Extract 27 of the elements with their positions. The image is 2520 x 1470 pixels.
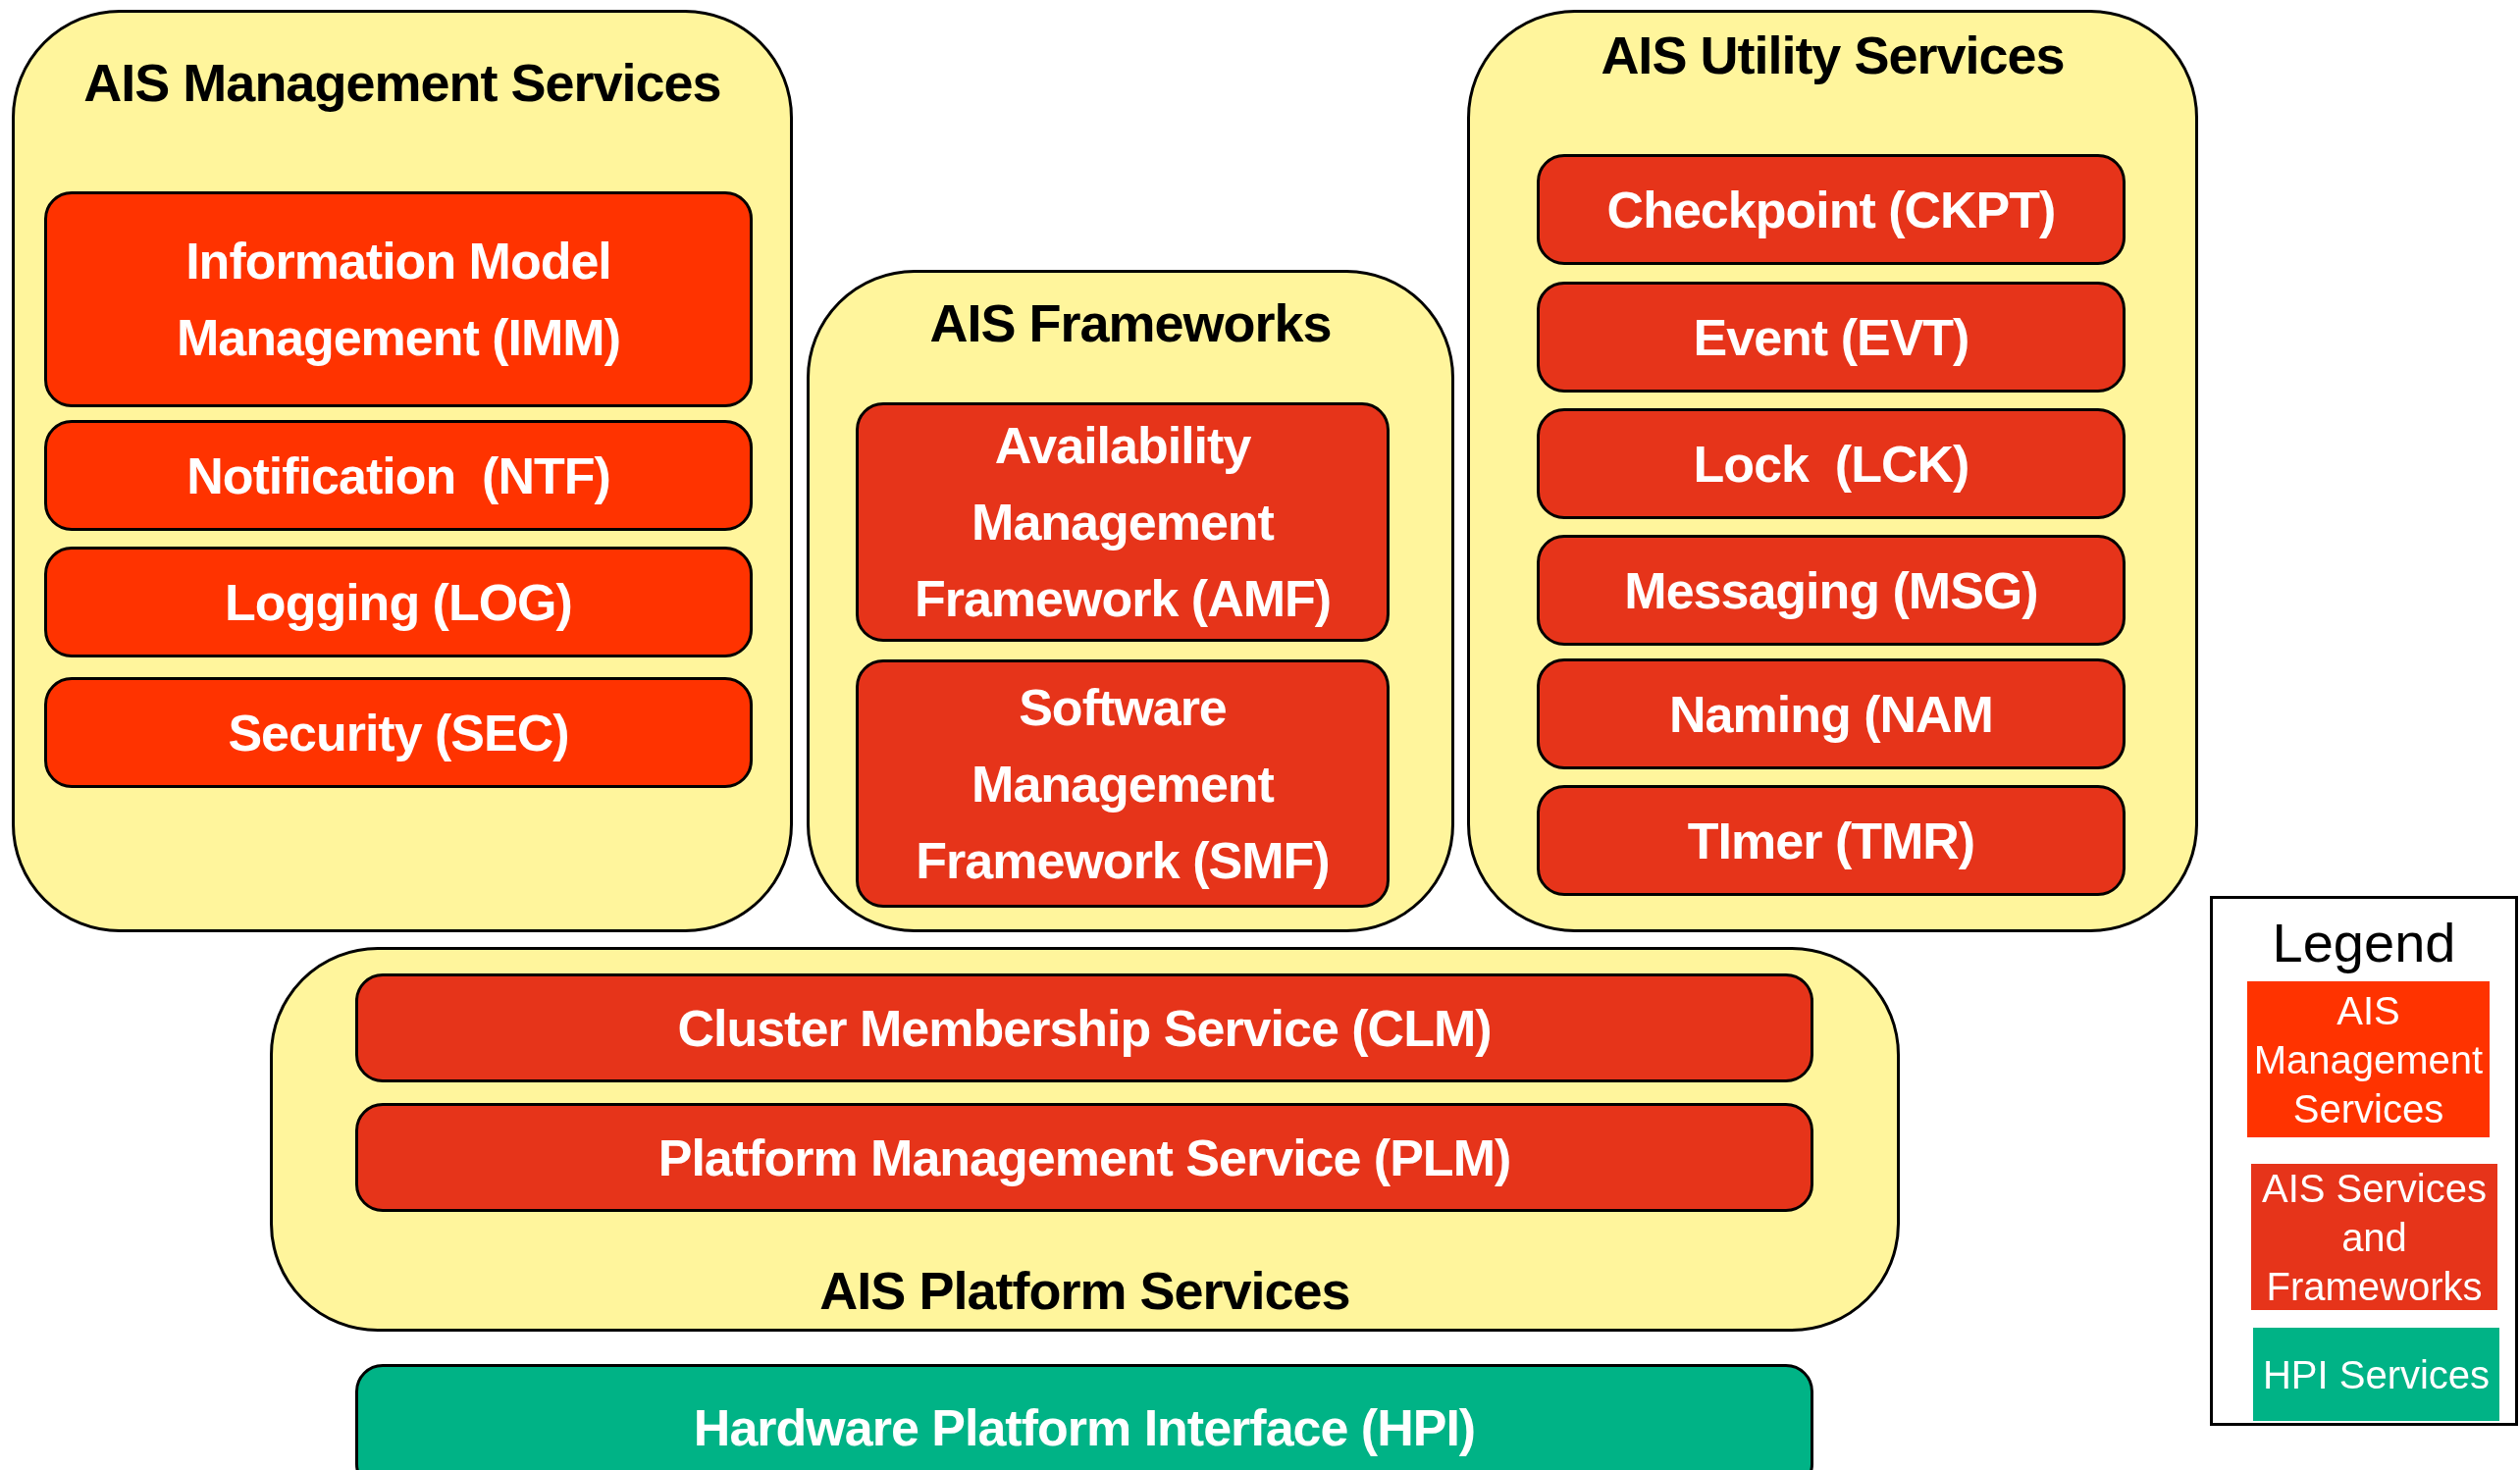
legend-item: AIS Services and Frameworks bbox=[2251, 1164, 2497, 1310]
legend-title: Legend bbox=[2271, 911, 2457, 974]
service-box: Software Management Framework (SMF) bbox=[856, 659, 1390, 908]
service-box: Lock (LCK) bbox=[1537, 408, 2126, 519]
service-box: TImer (TMR) bbox=[1537, 785, 2126, 896]
group-title: AIS Frameworks bbox=[928, 292, 1333, 353]
service-box: Information Model Management (IMM) bbox=[44, 191, 753, 407]
service-box: Naming (NAM bbox=[1537, 658, 2126, 769]
service-box: Messaging (MSG) bbox=[1537, 535, 2126, 646]
service-box: Hardware Platform Interface (HPI) bbox=[355, 1364, 1813, 1470]
group-panel bbox=[270, 947, 1900, 1332]
service-box: Notification (NTF) bbox=[44, 420, 753, 531]
service-box: Security (SEC) bbox=[44, 677, 753, 788]
service-box: Availability Management Framework (AMF) bbox=[856, 402, 1390, 642]
group-title: AIS Utility Services bbox=[1600, 25, 2066, 85]
group-title: AIS Platform Services bbox=[818, 1260, 1351, 1321]
group-title: AIS Management Services bbox=[82, 52, 722, 113]
group-panel bbox=[807, 270, 1454, 932]
service-box: Platform Management Service (PLM) bbox=[355, 1103, 1813, 1212]
service-box: Cluster Membership Service (CLM) bbox=[355, 973, 1813, 1082]
group-panel bbox=[12, 10, 793, 932]
service-box: Checkpoint (CKPT) bbox=[1537, 154, 2126, 265]
group-panel bbox=[1467, 10, 2198, 932]
legend-item: AIS Management Services bbox=[2247, 981, 2490, 1137]
service-box: Logging (LOG) bbox=[44, 547, 753, 657]
service-box: Event (EVT) bbox=[1537, 282, 2126, 393]
legend-item: HPI Services bbox=[2253, 1328, 2499, 1421]
